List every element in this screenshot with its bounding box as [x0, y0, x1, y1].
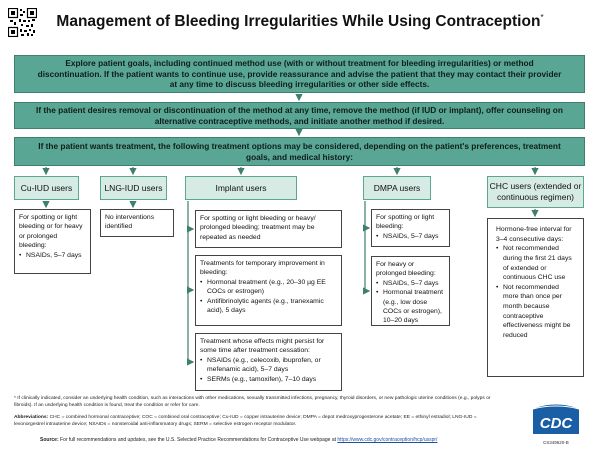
implant-treatment-box-3: Treatment whose effects might persist fo…: [195, 333, 342, 391]
dmpa-box1-intro: For spotting or light bleeding:: [376, 214, 435, 231]
document-number: CS349620-B: [543, 440, 569, 445]
cu-iud-intro: For spotting or light bleeding or for he…: [19, 214, 83, 250]
list-item: SERMs (e.g., tamoxifen), 7–10 days: [200, 375, 337, 385]
explore-goals-band: Explore patient goals, including continu…: [14, 55, 585, 93]
list-item: Hormonal treatment (e.g., low dose COCs …: [376, 288, 445, 326]
implant-treatment-box-1: For spotting or light bleeding or heavy/…: [195, 210, 342, 248]
list-item: Hormonal treatment (e.g., 20–30 µg EE CO…: [200, 278, 337, 297]
cdc-logo: CDC: [531, 403, 581, 436]
source-note: Source: For full recommendations and upd…: [40, 437, 438, 443]
chc-intro: Hormone-free interval for 3–4 consecutiv…: [496, 226, 572, 243]
implant-box2-intro: Treatments for temporary improvement in …: [200, 260, 325, 277]
treatment-options-band: If the patient wants treatment, the foll…: [14, 137, 585, 166]
removal-band: If the patient desires removal or discon…: [14, 102, 585, 129]
implant-box3-intro: Treatment whose effects might persist fo…: [200, 338, 325, 355]
lng-iud-treatment-box: No interventions identified: [100, 209, 174, 237]
implant-users-header: Implant users: [185, 176, 297, 200]
list-item: NSAIDs, 5–7 days: [376, 232, 445, 242]
cu-iud-treatment-box: For spotting or light bleeding or for he…: [14, 209, 91, 274]
abbreviations: Abbreviations: CHC = combined hormonal c…: [14, 415, 477, 427]
dmpa-treatment-box-1: For spotting or light bleeding: NSAIDs, …: [371, 209, 450, 247]
list-item: NSAIDs (e.g., celecoxib, ibuprofen, or m…: [200, 356, 337, 375]
chc-treatment-box: Hormone-free interval for 3–4 consecutiv…: [487, 218, 584, 377]
list-item: Antifibrinolytic agents (e.g., tranexami…: [200, 297, 337, 316]
list-item: Not recommended during the first 21 days…: [496, 244, 575, 283]
dmpa-treatment-box-2: For heavy or prolonged bleeding: NSAIDs,…: [371, 256, 450, 326]
page-title: Management of Bleeding Irregularities Wh…: [56, 13, 544, 31]
chc-users-header: CHC users (extended or continuous regime…: [487, 176, 584, 208]
qr-code: [8, 8, 37, 37]
source-link[interactable]: https://www.cdc.gov/contraception/hcp/us…: [337, 437, 438, 443]
list-item: NSAIDs, 5–7 days: [19, 251, 86, 261]
list-item: Not recommended more than once per month…: [496, 283, 575, 341]
lng-iud-users-header: LNG-IUD users: [100, 176, 167, 200]
cu-iud-users-header: Cu-IUD users: [14, 176, 79, 200]
implant-treatment-box-2: Treatments for temporary improvement in …: [195, 255, 342, 326]
list-item: NSAIDs, 5–7 days: [376, 279, 445, 289]
svg-text:CDC: CDC: [540, 415, 574, 432]
dmpa-users-header: DMPA users: [363, 176, 431, 200]
footnote: * If clinically indicated, consider an u…: [14, 396, 491, 408]
dmpa-box2-intro: For heavy or prolonged bleeding:: [376, 261, 436, 278]
lng-iud-text: No interventions identified: [105, 214, 155, 231]
implant-box1-text: For spotting or light bleeding or heavy/…: [200, 215, 316, 241]
